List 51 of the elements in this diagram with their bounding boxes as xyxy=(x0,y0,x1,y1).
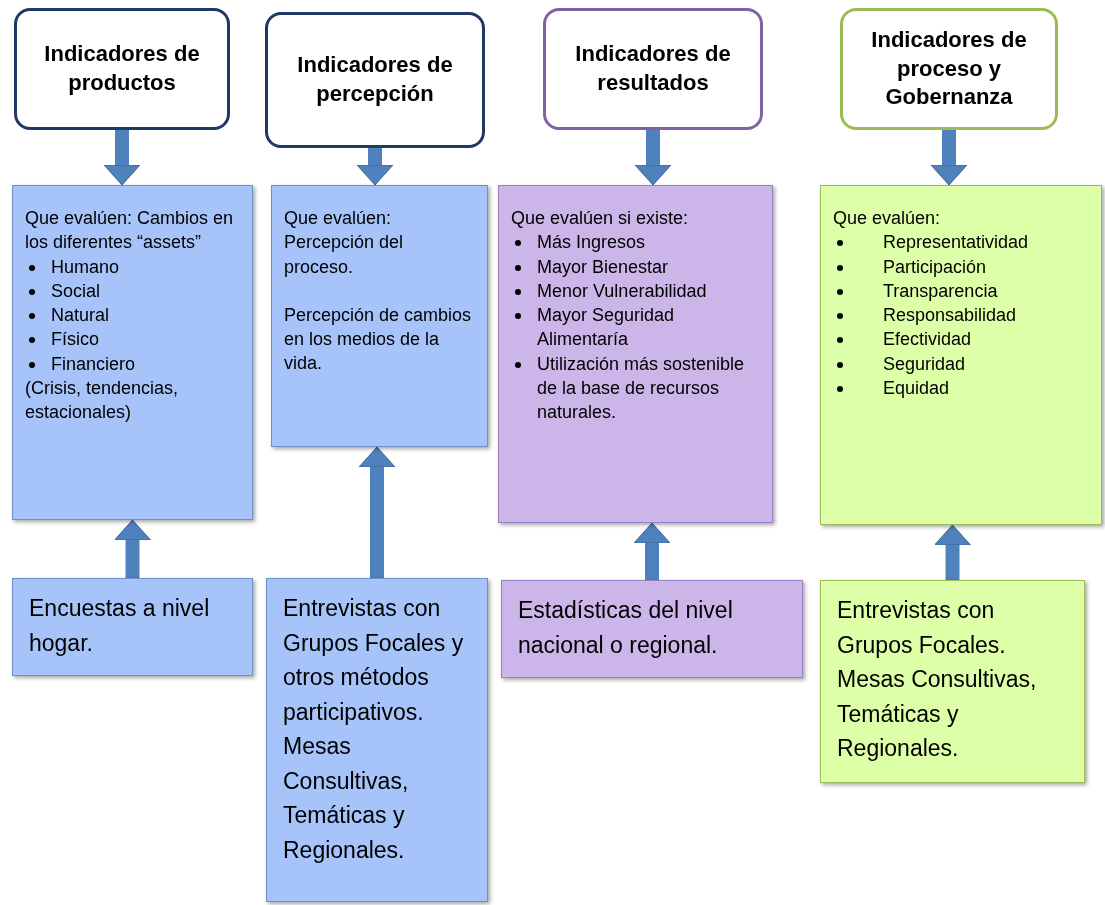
header-box xyxy=(543,8,763,130)
list-item-text: Representatividad xyxy=(883,231,1029,255)
body-text: Entrevistas con Grupos Focales. Mesas Consultivas, Temáticas y Regionales. xyxy=(837,596,1038,763)
criteria-box xyxy=(498,185,773,523)
body-text: Que evalúen: xyxy=(833,207,942,230)
method-box xyxy=(266,578,488,902)
body-text: Que evalúen: Cambios en los diferentes “assets” xyxy=(25,207,235,255)
list-item-text: Transparencia xyxy=(883,279,998,303)
list-item-text: Financiero xyxy=(51,352,136,376)
list-item-text: Participación xyxy=(883,255,987,279)
list-item-text: Natural xyxy=(51,304,110,328)
method-box xyxy=(12,578,253,676)
method-box xyxy=(501,580,803,678)
list-item-text: Menor Vulnerabilidad xyxy=(537,279,707,303)
block-arrow xyxy=(358,446,396,578)
header-title: Indicadores de resultados xyxy=(574,40,732,97)
criteria-box xyxy=(820,185,1102,525)
header-box xyxy=(840,8,1058,130)
header-title: Indicadores de productos xyxy=(43,40,201,97)
block-arrow xyxy=(934,524,971,580)
block-arrow xyxy=(633,522,671,580)
header-box xyxy=(14,8,230,130)
block-arrow xyxy=(103,130,141,186)
block-arrow xyxy=(356,148,394,186)
list-item-text: Mayor Seguridad Alimentaría xyxy=(537,304,676,352)
body-text: (Crisis, tendencias, estacionales) xyxy=(25,377,180,425)
body-text: Que evalúen si existe: xyxy=(511,207,690,230)
body-text: Estadísticas del nivel nacional o regional. xyxy=(518,596,734,660)
list-item-text: Equidad xyxy=(883,377,950,401)
list-item-text: Social xyxy=(51,279,101,303)
header-title: Indicadores de percepción xyxy=(296,51,454,108)
list-item-text: Más Ingresos xyxy=(537,231,646,255)
list-item-text: Humano xyxy=(51,255,120,279)
list-item-text: Mayor Bienestar xyxy=(537,255,669,279)
list-item-text: Utilización más sostenible de la base de recursos naturales. xyxy=(537,352,746,425)
body-text: Encuestas a nivel hogar. xyxy=(29,594,211,658)
header-title: Indicadores de proceso y Gobernanza xyxy=(870,26,1028,112)
criteria-box xyxy=(271,185,488,447)
block-arrow xyxy=(114,519,151,578)
list-item-text: Responsabilidad xyxy=(883,304,1017,328)
list-item-text: Físico xyxy=(51,328,99,352)
list-item-text: Efectividad xyxy=(883,328,972,352)
block-arrow xyxy=(634,130,672,186)
body-text: Percepción de cambios en los medios de la vida. xyxy=(284,303,473,376)
body-text: Que evalúen: Percepción del proceso. xyxy=(284,207,405,279)
list-item-text: Seguridad xyxy=(883,352,966,376)
body-text: Entrevistas con Grupos Focales y otros métodos participativos. Mesas Consultivas, Temáticas y Regionales. xyxy=(283,594,465,865)
criteria-box xyxy=(12,185,253,520)
header-box xyxy=(265,12,485,148)
method-box xyxy=(820,580,1085,783)
block-arrow xyxy=(930,130,968,186)
